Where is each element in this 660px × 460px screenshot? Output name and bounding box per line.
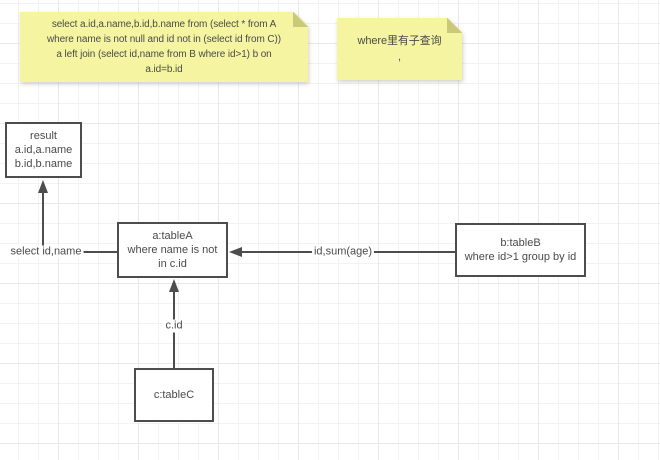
note-sql-line: a left join (select id,name from B where… [56, 49, 272, 60]
shape-table-c-line: c:tableC [153, 389, 195, 401]
note-sql-line: select a.id,a.name,b.id,b.name from (sel… [51, 19, 277, 30]
shape-table-a-line: in c.id [158, 258, 187, 270]
edge-label-id-sum-age[interactable]: id,sum(age) [311, 245, 375, 259]
shape-result-line: b.id,b.name [14, 158, 73, 170]
note-fold-icon [293, 12, 308, 27]
edge-label-c-id[interactable]: c.id [163, 319, 185, 333]
sticky-note-sql[interactable]: select a.id,a.name,b.id,b.name from (sel… [20, 12, 308, 82]
note-comment-line: where里有子查询 [357, 35, 442, 47]
sticky-note-comment[interactable]: where里有子查询 , [337, 18, 462, 80]
edge-label-select-id-name[interactable]: select id,name [8, 245, 84, 259]
shape-table-b-line: b:tableB [500, 237, 541, 249]
note-sql-line: where name is not null and id not in (se… [47, 34, 281, 45]
shape-table-a-line: a:tableA [152, 230, 193, 242]
shape-table-b-line: where id>1 group by id [464, 251, 577, 263]
shape-table-b[interactable]: b:tableB where id>1 group by id [455, 223, 586, 277]
note-comment-line: , [398, 51, 401, 63]
shape-result-line: result [30, 130, 57, 142]
shape-table-a[interactable]: a:tableA where name is not in c.id [117, 222, 228, 278]
shape-result-line: a.id,a.name [14, 144, 73, 156]
shape-table-a-line: where name is not [127, 244, 218, 256]
note-sql-line: a.id=b.id [145, 64, 183, 75]
edge-tablea-to-result[interactable] [38, 180, 117, 253]
shape-table-c[interactable]: c:tableC [134, 368, 214, 422]
shape-result[interactable]: result a.id,a.name b.id,b.name [5, 122, 82, 178]
note-fold-icon [447, 18, 462, 33]
